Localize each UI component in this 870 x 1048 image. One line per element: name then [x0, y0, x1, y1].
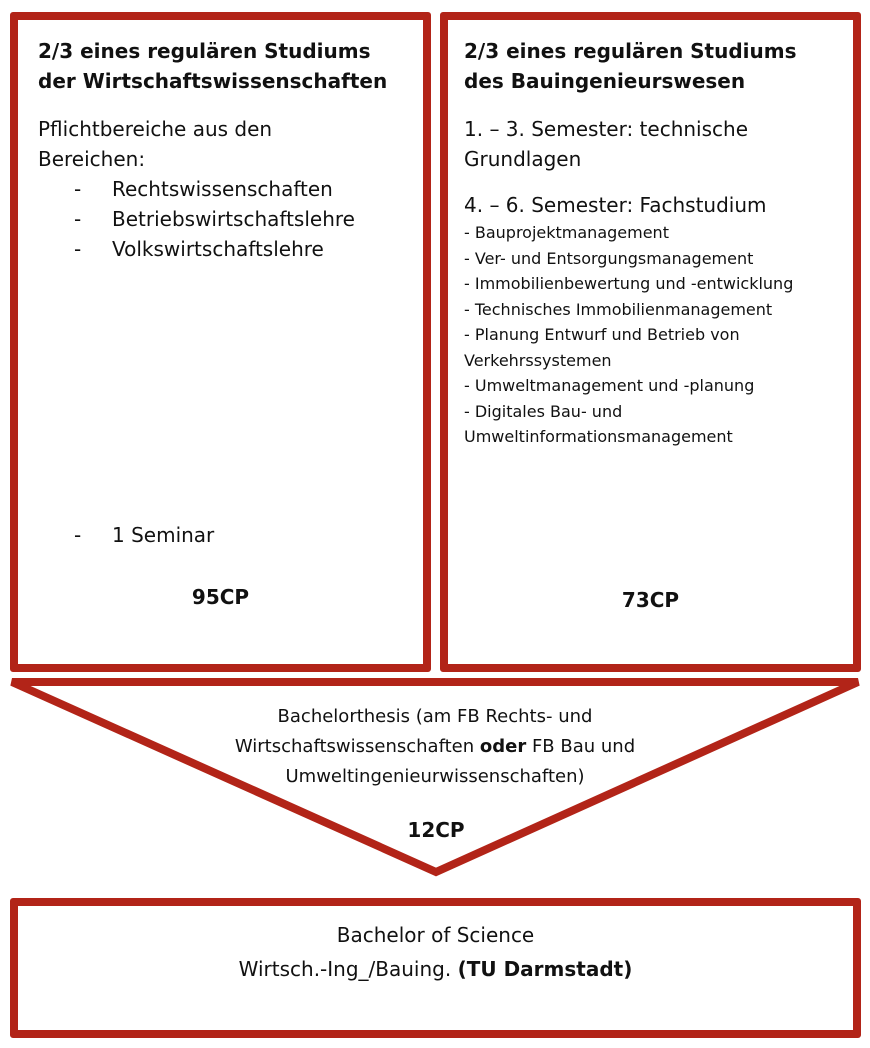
list-item: - Ver- und Entsorgungsmanagement [464, 248, 754, 268]
list-item: - Umweltmanagement und -planung [464, 376, 755, 395]
economics-list: Rechtswissenschaften Betriebswirtschafts… [38, 174, 403, 264]
thesis-triangle [10, 678, 860, 877]
list-item: - Technisches Immobilienmanagement [464, 299, 773, 319]
list-item: Volkswirtschaftslehre [38, 234, 403, 264]
economics-intro: Pflichtbereiche aus den Bereichen: [38, 117, 273, 171]
list-item: - Bauprojektmanagement [464, 223, 669, 242]
list-item: - Immobilienbewertung und -entwicklung [464, 274, 794, 293]
civil-list: - Bauprojektmanagement - Ver- und Entsor… [464, 220, 854, 450]
list-item: - Planung Entwurf und Betrieb von Verkeh… [464, 325, 740, 370]
list-item: Betriebswirtschaftslehre [38, 204, 403, 234]
thesis-text: Bachelorthesis (am FB Rechts- und Wirtsc… [234, 706, 636, 787]
phase1: 1. – 3. Semester: technische Grundlagen [464, 117, 749, 171]
phase2: 4. – 6. Semester: Fachstudium [464, 193, 767, 217]
seminar-list: 1 Seminar [38, 520, 214, 550]
list-item: 1 Seminar [38, 520, 214, 550]
degree-text: Bachelor of Science Wirtsch.-Ing_/Bauing… [238, 923, 633, 981]
civil-cp: 73CP [621, 588, 680, 612]
economics-cp: 95CP [191, 585, 250, 609]
list-item: - Digitales Bau- und Umweltinformationsm… [464, 401, 733, 447]
degree-box: Bachelor of Science Wirtsch.-Ing_/Bauing… [10, 898, 861, 1038]
thesis-cp: 12CP [407, 818, 465, 842]
list-item: Rechtswissenschaften [38, 174, 403, 204]
